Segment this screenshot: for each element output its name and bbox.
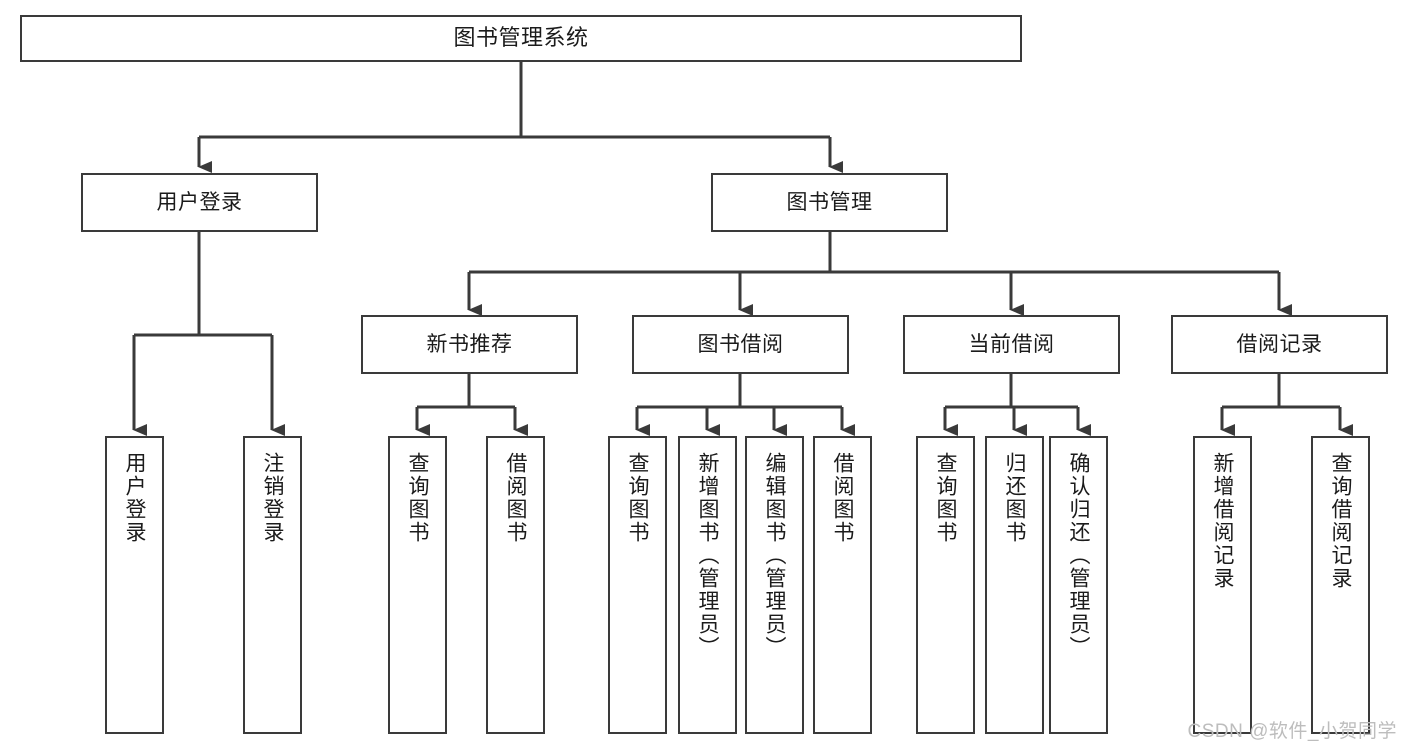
node-label: 查询图书 (406, 452, 429, 544)
node-label: 借阅记录 (1236, 332, 1323, 356)
node-label: 查询图书 (626, 452, 649, 544)
leaf-current-borrow-confirm-return-admin[interactable]: 确认归还（管理员） (1049, 436, 1108, 734)
node-current-borrow[interactable]: 当前借阅 (903, 315, 1120, 374)
leaf-borrow-record-add-record[interactable]: 新增借阅记录 (1193, 436, 1252, 734)
leaf-book-borrow-borrow-book[interactable]: 借阅图书 (813, 436, 872, 734)
node-book-management[interactable]: 图书管理 (711, 173, 948, 232)
leaf-book-borrow-query-book[interactable]: 查询图书 (608, 436, 667, 734)
leaf-book-borrow-edit-book-admin[interactable]: 编辑图书（管理员） (745, 436, 804, 734)
leaf-user-login-login[interactable]: 用户登录 (105, 436, 164, 734)
leaf-user-login-logout[interactable]: 注销登录 (243, 436, 302, 734)
node-label: 图书管理 (786, 190, 873, 214)
node-label: 借阅图书 (831, 452, 854, 544)
leaf-new-book-query-book[interactable]: 查询图书 (388, 436, 447, 734)
watermark-text: CSDN @软件_小贺同学 (1187, 721, 1397, 742)
node-label: 新增图书（管理员） (696, 452, 719, 659)
node-label: 查询借阅记录 (1329, 452, 1352, 590)
leaf-borrow-record-query-record[interactable]: 查询借阅记录 (1311, 436, 1370, 734)
node-label: 用户登录 (123, 452, 146, 544)
node-label: 确认归还（管理员） (1067, 452, 1090, 659)
leaf-new-book-borrow-book[interactable]: 借阅图书 (486, 436, 545, 734)
node-label: 新书推荐 (426, 332, 513, 356)
node-root-system[interactable]: 图书管理系统 (20, 15, 1022, 62)
node-label: 当前借阅 (968, 332, 1055, 356)
node-label: 用户登录 (156, 190, 243, 214)
node-label: 注销登录 (261, 452, 284, 544)
leaf-current-borrow-return-book[interactable]: 归还图书 (985, 436, 1044, 734)
node-label: 归还图书 (1003, 452, 1026, 544)
node-borrow-record[interactable]: 借阅记录 (1171, 315, 1388, 374)
node-user-login[interactable]: 用户登录 (81, 173, 318, 232)
leaf-current-borrow-query-book[interactable]: 查询图书 (916, 436, 975, 734)
node-book-borrow[interactable]: 图书借阅 (632, 315, 849, 374)
leaf-book-borrow-add-book-admin[interactable]: 新增图书（管理员） (678, 436, 737, 734)
node-label: 借阅图书 (504, 452, 527, 544)
node-label: 编辑图书（管理员） (763, 452, 786, 659)
node-label: 查询图书 (934, 452, 957, 544)
node-label: 新增借阅记录 (1211, 452, 1234, 590)
node-label: 图书管理系统 (453, 25, 589, 51)
node-new-book-recommend[interactable]: 新书推荐 (361, 315, 578, 374)
node-label: 图书借阅 (697, 332, 784, 356)
